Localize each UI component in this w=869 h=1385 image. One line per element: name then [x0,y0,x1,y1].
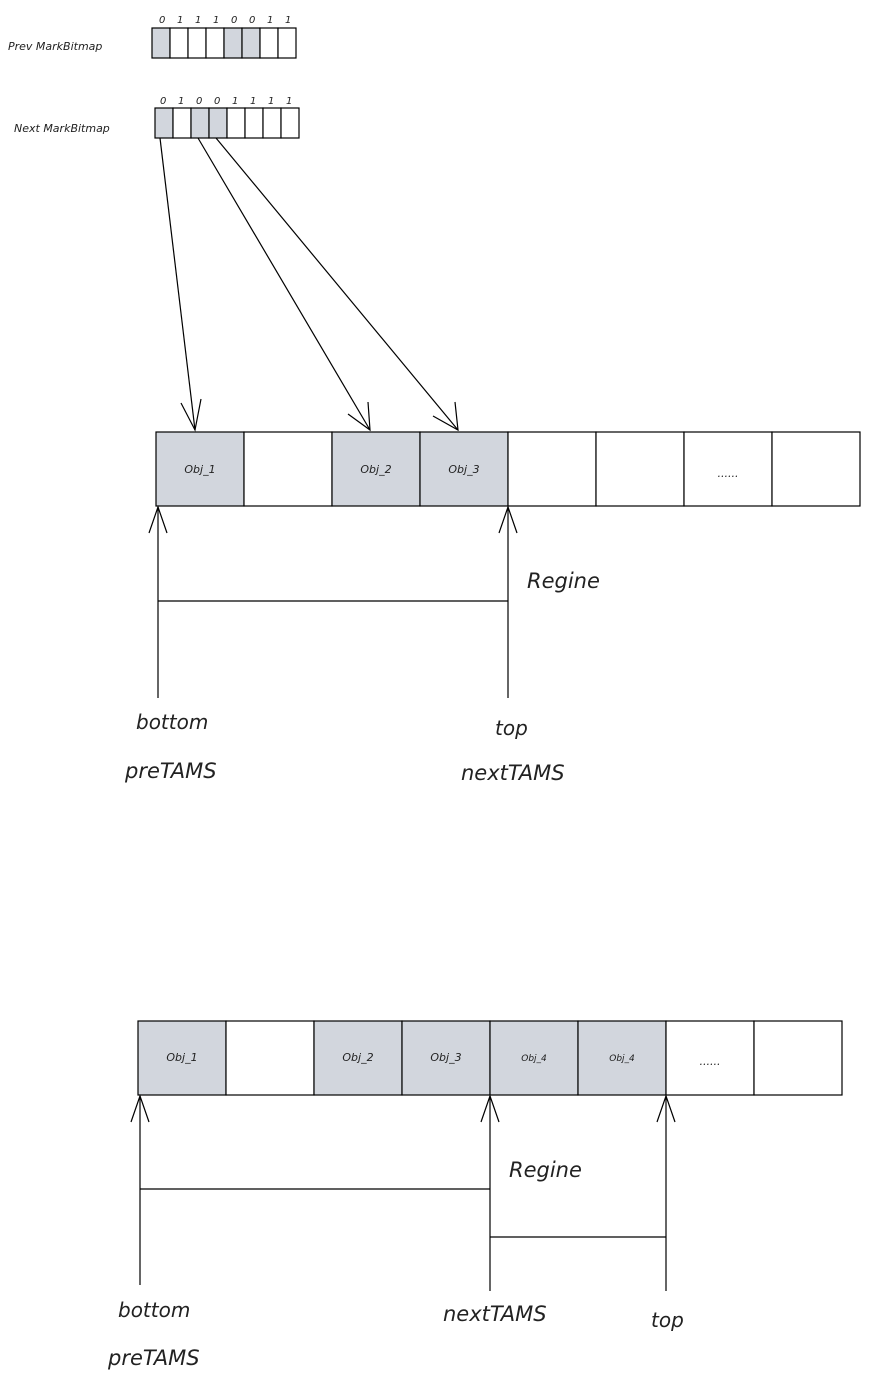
next-bit-cell [208,107,228,139]
ellipsis-label: ...... [700,1055,721,1068]
region-cell [489,1020,579,1096]
prev-bit-value: 0 [249,15,255,26]
region-cell [665,1020,755,1096]
region-cell [507,431,597,507]
prev-bit-value: 0 [231,15,237,26]
next-bit-value: 1 [250,96,256,107]
prev-bit-cell [259,27,279,59]
region-1-cells [155,431,861,507]
region-cell [243,431,333,507]
arrowhead-icon [347,401,371,432]
nexttams-label: nextTAMS [461,761,565,785]
object-label: Obj_3 [430,1051,461,1064]
next-bit-value: 1 [232,96,238,107]
region-cell [401,1020,491,1096]
prev-bit-cell [151,27,171,59]
arrowhead-icon [148,505,168,534]
region-2-cell-labels: Obj_1 Obj_2 Obj_3 Obj_4 Obj_4 ...... [166,1051,720,1068]
object-label: Obj_3 [448,463,479,476]
region-cell [771,431,861,507]
next-bit-cell [262,107,282,139]
object-label: Obj_4 [609,1054,635,1064]
prev-bit-cell [241,27,261,59]
region-label: Regine [527,569,600,593]
next-bit-value: 1 [268,96,274,107]
nexttams-label: nextTAMS [443,1302,547,1326]
prev-bit-cell [205,27,225,59]
prev-bit-values: 0 1 1 1 0 0 1 1 [159,15,291,26]
prev-bitmap [151,27,297,59]
bottom-label: bottom [136,710,208,734]
top-label: top [651,1308,684,1332]
region-cell [419,431,509,507]
object-label: Obj_1 [166,1051,197,1064]
prev-bit-value: 0 [159,15,165,26]
region-2-cells [137,1020,843,1096]
top-label: top [495,716,528,740]
prev-bit-value: 1 [195,15,201,26]
prev-bit-cell [187,27,207,59]
region-1-markers [148,505,518,698]
bitmap-pointer-arrows [159,137,459,432]
prev-bit-value: 1 [177,15,183,26]
object-label: Obj_2 [342,1051,373,1064]
region-cell [225,1020,315,1096]
region-2-markers [130,1094,676,1291]
object-label: Obj_4 [521,1054,547,1064]
prev-bitmap-label: Prev MarkBitmap [8,40,102,53]
pointer-arrow-obj-3 [215,137,459,431]
next-bitmap [154,107,300,139]
next-bit-cell [154,107,174,139]
prev-bit-value: 1 [285,15,291,26]
next-bit-value: 0 [196,96,202,107]
object-label: Obj_2 [360,463,391,476]
prev-bit-cell [223,27,243,59]
ellipsis-label: ...... [718,467,739,480]
region-cell [331,431,421,507]
arrowhead-icon [498,505,518,534]
next-bit-cell [226,107,246,139]
prev-bit-cell [277,27,297,59]
next-bit-value: 1 [178,96,184,107]
prev-bit-cell [169,27,189,59]
prev-bit-value: 1 [267,15,273,26]
object-label: Obj_1 [184,463,215,476]
next-bit-cell [244,107,264,139]
arrowhead-icon [130,1094,150,1123]
next-bit-values: 0 1 0 0 1 1 1 1 [160,96,292,107]
next-bitmap-label: Next MarkBitmap [14,122,110,135]
bottom-label: bottom [118,1298,190,1322]
prev-bit-value: 1 [213,15,219,26]
arrowhead-icon [480,1094,500,1123]
region-label: Regine [509,1158,582,1182]
next-bit-value: 0 [160,96,166,107]
pretams-label: preTAMS [107,1346,200,1370]
next-bit-cell [172,107,192,139]
arrowhead-icon [656,1094,676,1123]
region-1-cell-labels: Obj_1 Obj_2 Obj_3 ...... [184,463,738,480]
arrowhead-icon [432,401,459,432]
next-bit-cell [190,107,210,139]
region-cell [595,431,685,507]
pointer-arrow-obj-2 [197,137,371,431]
next-bit-cell [280,107,300,139]
region-cell [577,1020,667,1096]
region-cell [753,1020,843,1096]
next-bit-value: 1 [286,96,292,107]
next-bit-value: 0 [214,96,220,107]
pointer-arrow-obj-1 [159,137,196,431]
arrowhead-icon [180,398,202,432]
pretams-label: preTAMS [124,759,217,783]
